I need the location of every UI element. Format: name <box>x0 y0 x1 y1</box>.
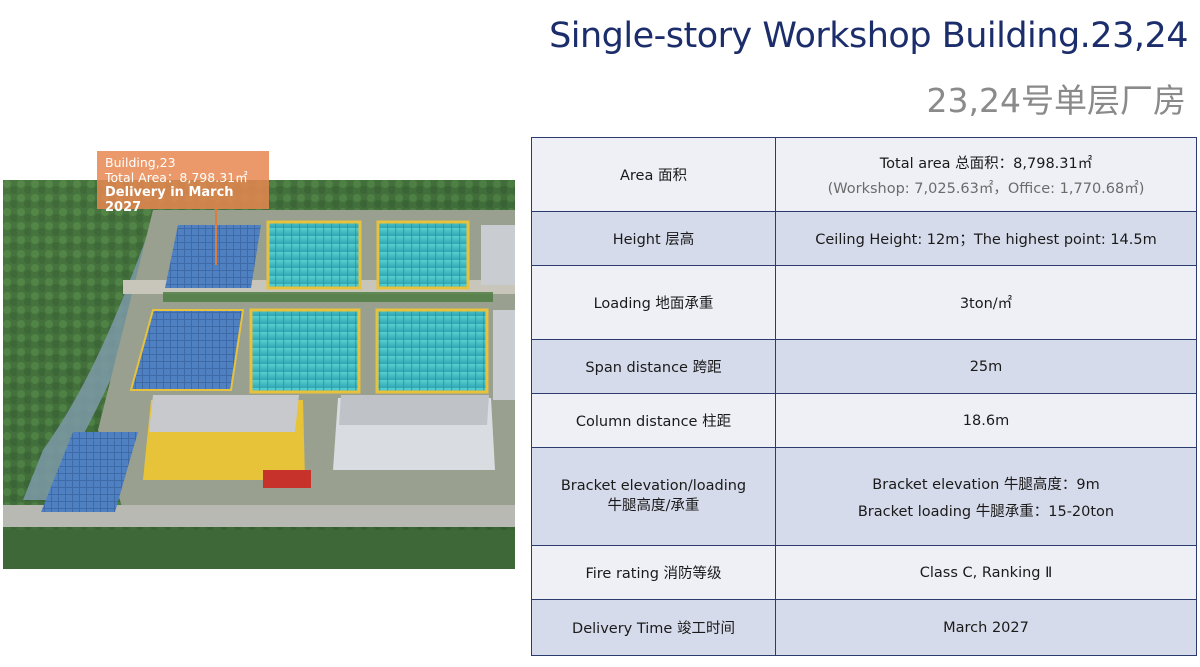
row-label: Bracket elevation/loading 牛腿高度/承重 <box>531 447 776 546</box>
table-row: Area 面积 Total area 总面积：8,798.31㎡ (Worksh… <box>531 137 1197 212</box>
table-row: Column distance 柱距 18.6m <box>531 393 1197 448</box>
table-row: Span distance 跨距 25m <box>531 339 1197 394</box>
table-row: Fire rating 消防等级 Class C, Ranking Ⅱ <box>531 545 1197 600</box>
row-value: 3ton/㎡ <box>775 265 1197 340</box>
row-value: 25m <box>775 339 1197 394</box>
row-label: Span distance 跨距 <box>531 339 776 394</box>
row-label: Delivery Time 竣工时间 <box>531 599 776 656</box>
row-value: 18.6m <box>775 393 1197 448</box>
table-row: Loading 地面承重 3ton/㎡ <box>531 265 1197 340</box>
row-label: Area 面积 <box>531 137 776 212</box>
callout-area: Total Area：8,798.31㎡ <box>105 170 248 185</box>
spec-table: Area 面积 Total area 总面积：8,798.31㎡ (Worksh… <box>531 137 1197 656</box>
table-row: Delivery Time 竣工时间 March 2027 <box>531 599 1197 656</box>
row-value: Ceiling Height: 12m；The highest point: 1… <box>775 211 1197 266</box>
area-total: Total area 总面积：8,798.31㎡ <box>879 155 1093 172</box>
area-breakdown: (Workshop: 7,025.63㎡，Office: 1,770.68㎡) <box>827 180 1145 197</box>
table-row: Height 层高 Ceiling Height: 12m；The highes… <box>531 211 1197 266</box>
row-value: March 2027 <box>775 599 1197 656</box>
row-label: Column distance 柱距 <box>531 393 776 448</box>
table-row: Bracket elevation/loading 牛腿高度/承重 Bracke… <box>531 447 1197 546</box>
page-title: Single-story Workshop Building.23,24 <box>549 16 1188 56</box>
callout-building: Building,23 <box>105 155 176 170</box>
row-value: Class C, Ranking Ⅱ <box>775 545 1197 600</box>
bracket-label-cn: 牛腿高度/承重 <box>607 498 700 514</box>
building-callout: Building,23 Total Area：8,798.31㎡ Deliver… <box>97 151 269 215</box>
bracket-loading: Bracket loading 牛腿承重：15-20ton <box>857 503 1115 520</box>
bracket-elevation: Bracket elevation 牛腿高度：9m <box>872 476 1100 493</box>
aerial-rendering-image <box>3 180 515 569</box>
row-value: Bracket elevation 牛腿高度：9m Bracket loadin… <box>775 447 1197 546</box>
page-subtitle: 23,24号单层厂房 <box>926 81 1186 120</box>
row-value: Total area 总面积：8,798.31㎡ (Workshop: 7,02… <box>775 137 1197 212</box>
row-label: Fire rating 消防等级 <box>531 545 776 600</box>
row-label: Height 层高 <box>531 211 776 266</box>
row-label: Loading 地面承重 <box>531 265 776 340</box>
callout-pointer <box>215 209 217 265</box>
bracket-label-en: Bracket elevation/loading <box>560 478 747 494</box>
callout-delivery: Delivery in March 2027 <box>105 185 234 215</box>
